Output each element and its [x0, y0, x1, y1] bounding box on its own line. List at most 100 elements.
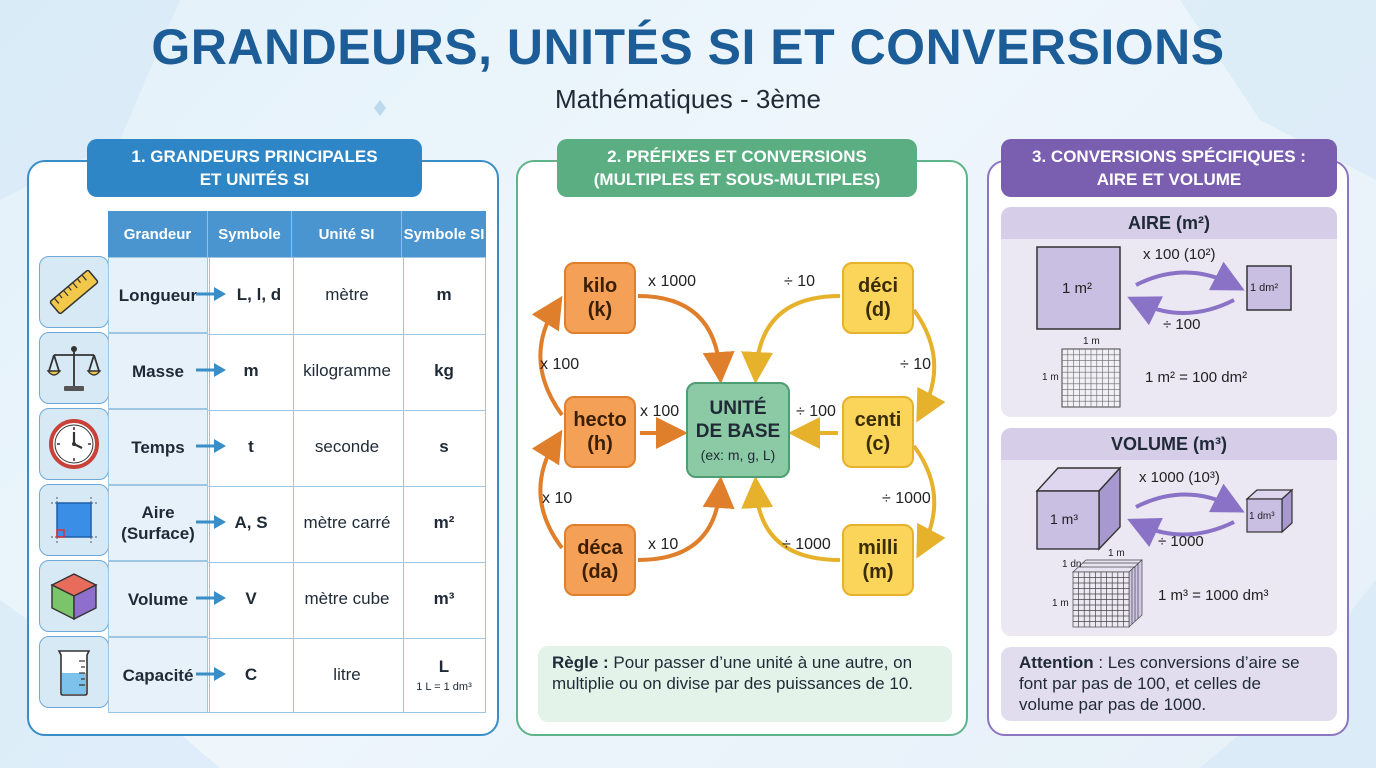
- prefix-centi: centi (c): [842, 396, 914, 468]
- attention-box: Attention : Les conversions d’aire se fo…: [1001, 647, 1337, 721]
- prefix-milli-symbol: (m): [862, 561, 894, 583]
- symbole-si-longueur: m: [436, 285, 452, 304]
- row-arrow-icon: [196, 287, 226, 301]
- symbole-si-capacite: L: [438, 657, 450, 676]
- grandeur-temps: Temps: [108, 409, 208, 485]
- aire-div-label: ÷ 100: [1163, 316, 1201, 333]
- symbole-si-volume: m³: [433, 589, 455, 608]
- table-header-unite: Unité SI: [292, 211, 402, 257]
- symbole-temps: t: [248, 437, 254, 456]
- page-title: GRANDEURS, UNITÉS SI ET CONVERSIONS: [151, 19, 1225, 75]
- symbole-volume: V: [245, 589, 257, 608]
- symbole-si-aire: m²: [433, 513, 455, 532]
- label-hecto-base: x 100: [640, 403, 680, 420]
- capacite-note: 1 L = 1 dm³: [416, 681, 472, 693]
- unite-capacite: litre: [333, 665, 361, 684]
- label-deca-base: x 10: [648, 536, 679, 553]
- label-hecto-kilo: x 100: [540, 356, 580, 373]
- volume-div-label: ÷ 1000: [1158, 533, 1204, 550]
- unite-longueur: mètre: [325, 285, 369, 304]
- aire-grid-left-label: 1 m: [1042, 372, 1059, 383]
- prefix-centi-name: centi: [854, 409, 902, 431]
- volume-big-label: 1 m³: [1050, 511, 1078, 527]
- prefix-milli: milli (m): [842, 524, 914, 596]
- table-header-symbole-si: Symbole SI: [402, 211, 486, 257]
- grandeur-masse: Masse: [108, 333, 208, 409]
- label-milli-base: ÷ 1000: [782, 536, 831, 553]
- rule-box: Règle : Pour passer d’une unité à une au…: [538, 646, 952, 722]
- row-arrow-icon: [196, 439, 226, 453]
- panel-grandeurs-title: 1. GRANDEURS PRINCIPALES ET UNITÉS SI: [87, 139, 422, 197]
- volume-mult-label: x 1000 (10³): [1139, 469, 1220, 486]
- ruler-icon: [39, 256, 109, 328]
- symbole-si-capacite-cell: L 1 L = 1 dm³: [402, 637, 486, 713]
- volume-grid-top-label: 1 m: [1108, 548, 1125, 559]
- row-arrow-icon: [196, 363, 226, 377]
- panel-conversions-title: 3. CONVERSIONS SPÉCIFIQUES : AIRE ET VOL…: [1001, 139, 1337, 197]
- prefix-hecto-name: hecto: [573, 409, 627, 431]
- prefix-deca-name: déca: [577, 537, 623, 559]
- grandeur-aire: Aire (Surface): [108, 485, 208, 561]
- page-subtitle: Mathématiques - 3ème: [555, 84, 821, 114]
- row-arrow-icon: [196, 515, 226, 529]
- table-header-grandeur: Grandeur: [108, 211, 208, 257]
- prefix-kilo-name: kilo: [582, 275, 618, 297]
- label-centi-base: ÷ 100: [796, 403, 836, 420]
- base-unit-box: UNITÉ DE BASE (ex: m, g, L): [686, 382, 790, 478]
- aire-small-label: 1 dm²: [1250, 282, 1279, 294]
- label-deca-hecto: x 10: [542, 490, 573, 507]
- volume-grid-side-label: 1 dn: [1062, 559, 1082, 570]
- row-arrow-icon: [196, 667, 226, 681]
- prefix-centi-symbol: (c): [865, 433, 891, 455]
- prefix-kilo: kilo (k): [564, 262, 636, 334]
- rule-text: Pour passer d’une unité à une autre, on …: [552, 653, 913, 693]
- label-milli-centi: ÷ 1000: [882, 490, 931, 507]
- aire-big-label: 1 m²: [1062, 280, 1092, 297]
- label-centi-deci: ÷ 10: [900, 356, 932, 373]
- symbole-aire: A, S: [234, 513, 268, 532]
- clock-icon: [39, 408, 109, 480]
- unite-temps: seconde: [314, 437, 380, 456]
- grandeur-volume: Volume: [108, 561, 208, 637]
- volume-equality: 1 m³ = 1000 dm³: [1158, 587, 1269, 604]
- base-unit-line1: UNITÉ: [709, 398, 767, 419]
- volume-grid-left-label: 1 m: [1052, 598, 1069, 609]
- base-unit-example: (ex: m, g, L): [700, 447, 776, 463]
- symbole-capacite: C: [244, 665, 258, 684]
- prefix-deci-name: déci: [857, 275, 899, 297]
- aire-mult-label: x 100 (10²): [1143, 246, 1216, 263]
- aire-equality: 1 m² = 100 dm²: [1145, 369, 1248, 386]
- prefix-deci-symbol: (d): [865, 299, 891, 321]
- unite-masse: kilogramme: [303, 361, 391, 380]
- symbole-longueur: L, l, d: [236, 285, 282, 304]
- unite-aire: mètre carré: [303, 513, 391, 532]
- grandeur-capacite: Capacité: [108, 637, 208, 713]
- prefix-milli-name: milli: [857, 537, 898, 559]
- attention-text: : Les conversions d’aire se font par pas…: [1019, 653, 1300, 714]
- grandeur-longueur: Longueur: [108, 257, 208, 333]
- prefix-hecto: hecto (h): [564, 396, 636, 468]
- row-arrow-icon: [196, 591, 226, 605]
- prefix-deca-symbol: (da): [581, 561, 619, 583]
- unite-volume: mètre cube: [304, 589, 390, 608]
- prefix-deca: déca (da): [564, 524, 636, 596]
- balance-scale-icon: [39, 332, 109, 404]
- prefix-hecto-symbol: (h): [587, 433, 613, 455]
- symbole-masse: m: [243, 361, 259, 380]
- prefix-kilo-symbol: (k): [587, 299, 613, 321]
- symbole-si-masse: kg: [434, 361, 454, 380]
- table-header-symbole: Symbole: [208, 211, 292, 257]
- base-unit-line2: DE BASE: [695, 421, 781, 442]
- volume-small-label: 1 dm³: [1249, 511, 1275, 522]
- square-area-icon: [39, 484, 109, 556]
- label-kilo-base: x 1000: [648, 273, 697, 290]
- panel-prefixes-title: 2. PRÉFIXES ET CONVERSIONS (MULTIPLES ET…: [557, 139, 917, 197]
- volume-title: VOLUME (m³): [1001, 428, 1337, 460]
- attention-label: Attention: [1019, 653, 1094, 672]
- aire-title: AIRE (m²): [1001, 207, 1337, 239]
- label-deci-base: ÷ 10: [784, 273, 816, 290]
- symbole-si-temps: s: [439, 437, 449, 456]
- cube-icon: [39, 560, 109, 632]
